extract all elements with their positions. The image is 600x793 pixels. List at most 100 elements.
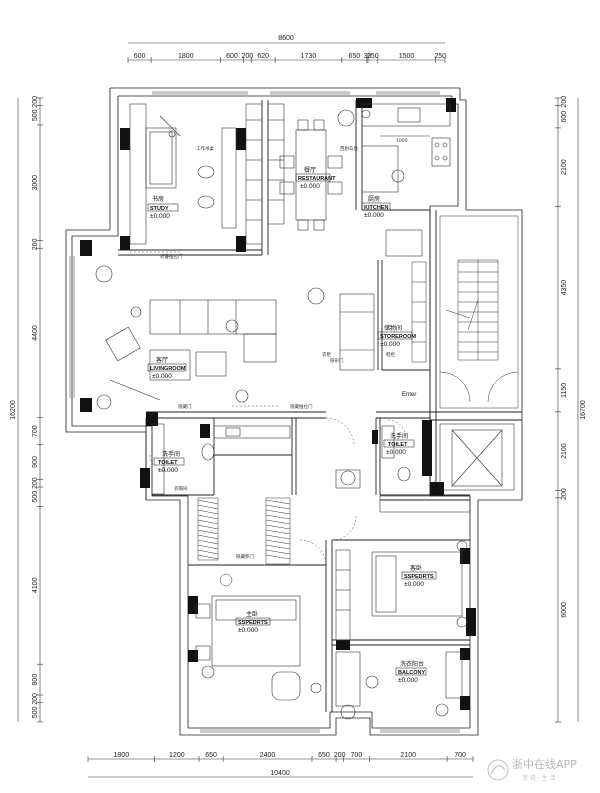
bottom-dimension-5: 200 [334,752,346,759]
left-dimension-5: 700 [32,425,39,437]
room-label-study: 书房 STUDY ±0.000 [147,195,179,220]
svg-text:±0.000: ±0.000 [150,213,170,220]
left-dimension-3: 200 [32,238,39,250]
top-dimension-0: 600 [134,53,146,60]
living-room-furniture [95,229,423,410]
svg-text:洗衣阳台: 洗衣阳台 [400,660,424,668]
top-dimension-1: 1800 [178,53,194,60]
windows [69,91,460,733]
top-dimension-2: 600 [226,53,238,60]
toilet-left-fixtures [151,423,291,495]
note-wardrobe: 衣帽间 [174,485,188,492]
svg-text:TOILET: TOILET [158,460,178,466]
bottom-dimension-3: 2400 [260,752,276,759]
svg-text:BALCONY: BALCONY [398,670,426,676]
svg-text:客厅: 客厅 [156,356,168,364]
note-living-door: 折叠推拉门 [160,253,183,260]
top-dimension-3: 200 [242,53,254,60]
svg-text:书房: 书房 [152,195,164,203]
left-dimension-group [17,97,43,723]
left-dimension-10: 800 [32,674,39,686]
top-dimension-4: 620 [257,53,269,60]
left-dimension-1: 500 [32,109,39,121]
note-shoe-cabinet: 鞋柜 [386,351,395,358]
right-dimension-5: 2100 [561,443,568,459]
svg-text:洗手间: 洗手间 [390,432,408,440]
top-total-dimension: 8600 [278,35,294,42]
note-cabinet: 衣柜 [322,351,331,358]
room-label-toilet-left: 洗手间 TOILET ±0.000 [153,450,185,474]
svg-text:LIVINGROOM: LIVINGROOM [150,366,186,372]
note-kitchen-counter: 西厨岛台 [340,145,358,152]
svg-text:RESTAURANT: RESTAURANT [298,176,336,182]
room-label-kitchen: 厨房 KITCHEN ±0.000 [361,195,391,219]
svg-text:STUDY: STUDY [150,206,169,212]
right-dimension-2: 2100 [561,159,568,175]
left-dimension-6: 900 [32,456,39,468]
room-label-toilet-right: 洗手间 TOILET ±0.000 [383,432,415,456]
watermark-logo: 浙中在线APP 资 讯 · 生 活 [487,757,577,782]
svg-text:±0.000: ±0.000 [386,449,406,456]
right-dimension-7: 6000 [561,602,568,618]
right-dimension-6: 200 [561,488,568,500]
right-dimension-4: 1150 [561,383,568,398]
note-hidden-door: 隐藏推拉门 [290,403,313,410]
door-swings [130,251,407,567]
watermark-subtitle: 资 讯 · 生 活 [522,774,556,782]
structural-columns [80,98,476,710]
svg-text:TOILET: TOILET [388,442,408,448]
svg-text:±0.000: ±0.000 [158,467,178,474]
outer-boundary [65,87,523,736]
enter-label: Enter [402,392,416,398]
note-living-sliding: 隐藏门 [178,403,192,410]
top-dimension-group [127,42,446,63]
top-dimension-7: 30 [363,53,371,60]
top-dimension-6: 650 [348,53,360,60]
svg-text:±0.000: ±0.000 [152,373,172,380]
top-dimension-8: 250 [367,53,379,60]
right-dimension-0: 200 [561,96,568,108]
svg-text:餐厅: 餐厅 [304,166,316,174]
svg-text:洗手间: 洗手间 [162,450,180,458]
note-master-door: 隐藏移门 [236,553,254,560]
svg-text:±0.000: ±0.000 [398,677,418,684]
left-dimension-8: 500 [32,491,39,503]
note-study-desk: 工作书桌 [196,145,214,152]
svg-text:主卧: 主卧 [246,610,258,618]
left-dimension-11: 200 [32,693,39,705]
svg-text:±0.000: ±0.000 [380,341,400,348]
bottom-dimension-0: 1800 [114,752,130,759]
staircase [439,215,519,409]
left-dimension-7: 200 [32,477,39,489]
bottom-dimension-2: 650 [205,752,217,759]
guest-bedroom-furniture [335,540,468,641]
balcony-fixtures [335,651,463,720]
study-furniture [129,103,263,245]
left-dimension-9: 4100 [32,577,39,593]
note-storage-door: 隐形门 [330,357,344,364]
bottom-dimension-4: 650 [318,752,330,759]
right-dimension-1: 600 [561,111,568,123]
left-dimension-2: 3000 [32,175,39,191]
svg-text:SSPEDRTS: SSPEDRTS [238,620,268,626]
bottom-dimension-7: 2100 [400,752,416,759]
right-total-dimension: 16700 [580,400,587,420]
master-bedroom-furniture [195,595,322,701]
bottom-dimension-group [87,756,474,778]
left-dimension-4: 4400 [32,325,39,341]
right-dimension-group [555,97,579,723]
dining-furniture [267,103,355,231]
room-label-livingroom: 客厅 LIVINGROOM ±0.000 [147,356,187,380]
svg-text:储物间: 储物间 [384,324,402,332]
left-total-dimension: 16200 [10,400,17,420]
svg-text:客卧: 客卧 [410,564,422,572]
svg-text:±0.000: ±0.000 [238,627,258,634]
svg-text:±0.000: ±0.000 [300,183,320,190]
svg-text:±0.000: ±0.000 [364,212,384,219]
room-label-guest-bedroom: 客卧 SSPEDRTS ±0.000 [401,564,437,588]
room-label-storeroom: 储物间 STOREROOM ±0.000 [377,324,416,348]
room-label-master-bedroom: 主卧 SSPEDRTS ±0.000 [235,610,271,634]
top-dimension-10: 250 [434,53,446,60]
room-label-restaurant: 餐厅 RESTAURANT ±0.000 [295,166,336,190]
